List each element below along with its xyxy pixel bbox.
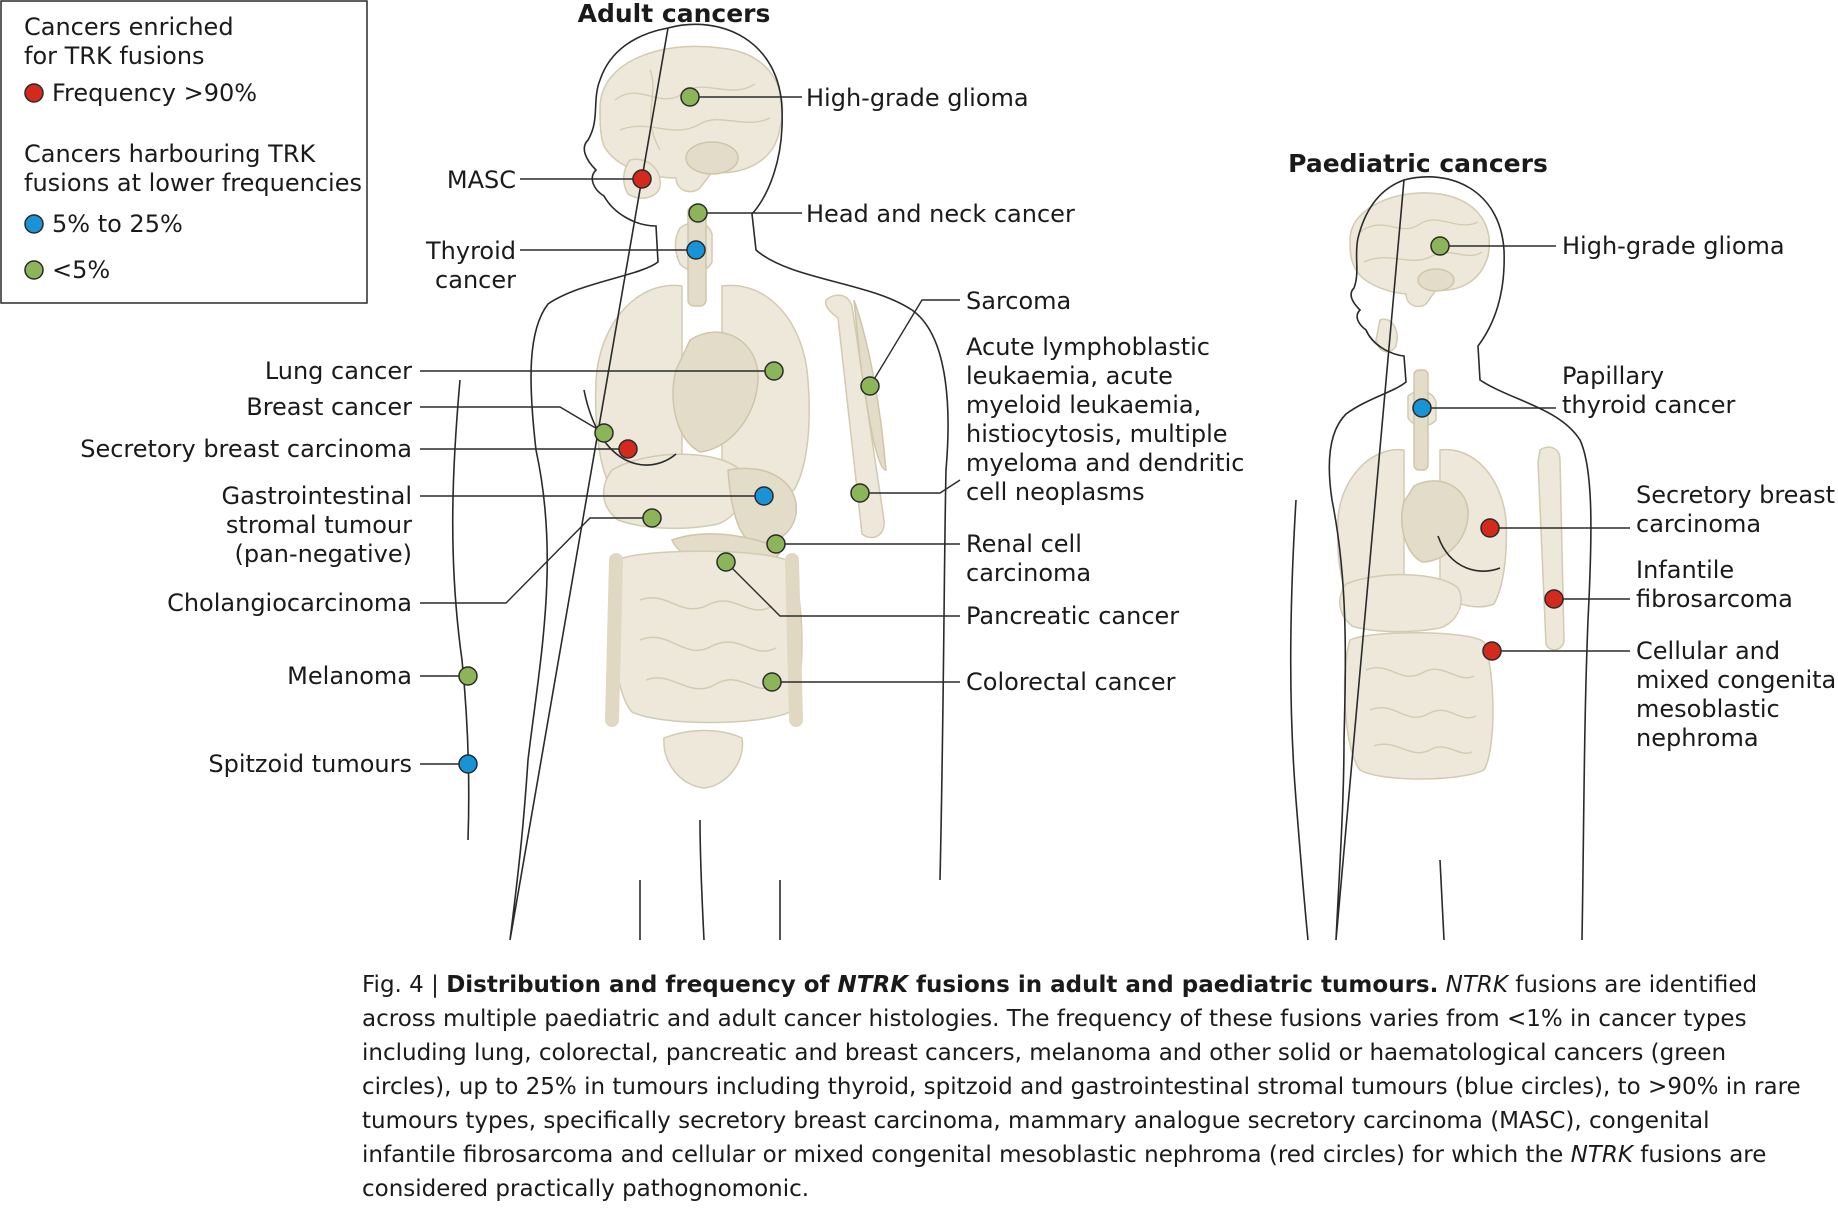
- legend-green-dot: [24, 260, 44, 280]
- label-adult-renal-line1: Renal cell: [966, 530, 1082, 558]
- adult-dots: [458, 87, 880, 774]
- label-paed-nephroma-line4: nephroma: [1636, 724, 1759, 752]
- label-paed-secretory-breast-line1: Secretory breast: [1636, 481, 1835, 509]
- dot-adult-masc: [632, 169, 652, 189]
- caption-body-gene1: NTRK: [1445, 972, 1508, 998]
- caption-body-part2: fusions are considered practically patho…: [362, 1142, 1767, 1202]
- dot-adult-pancreatic: [716, 552, 736, 572]
- legend-box: [0, 0, 368, 304]
- label-adult-gist-line2: stromal tumour: [226, 511, 412, 539]
- label-adult-haem-line6: cell neoplasms: [966, 478, 1145, 506]
- caption-title-part2: fusions in adult and paediatric tumours.: [908, 972, 1439, 998]
- label-adult-spitzoid: Spitzoid tumours: [208, 750, 412, 778]
- label-paed-papillary-thyroid-line2: thyroid cancer: [1562, 391, 1735, 419]
- label-adult-sarcoma: Sarcoma: [966, 287, 1071, 315]
- label-paed-infantile-fibrosarcoma-line2: fibrosarcoma: [1636, 585, 1793, 613]
- dot-adult-colorectal: [762, 672, 782, 692]
- label-adult-haem-line4: histiocytosis, multiple: [966, 420, 1228, 448]
- label-adult-renal-line2: carcinoma: [966, 559, 1091, 587]
- label-adult-haem-line1: Acute lymphoblastic: [966, 333, 1210, 361]
- dot-adult-lung: [764, 361, 784, 381]
- label-adult-colorectal: Colorectal cancer: [966, 668, 1176, 696]
- legend-lower-heading-line1: Cancers harbouring TRK: [24, 140, 316, 168]
- label-adult-breast: Breast cancer: [246, 393, 412, 421]
- paediatric-dots: [1412, 236, 1564, 661]
- label-adult-lung: Lung cancer: [265, 357, 412, 385]
- dot-adult-thyroid: [686, 240, 706, 260]
- adult-labels: Adult cancers High-grade glioma MASC Hea…: [80, 0, 1244, 778]
- dot-adult-sarcoma: [860, 376, 880, 396]
- dot-adult-melanoma: [458, 666, 478, 686]
- adult-body-illustration: [451, 23, 949, 941]
- label-paed-secretory-breast-line2: carcinoma: [1636, 510, 1761, 538]
- dot-adult-renal: [766, 534, 786, 554]
- label-adult-thyroid-line2: cancer: [435, 266, 516, 294]
- label-adult-thyroid-line1: Thyroid: [425, 237, 516, 265]
- legend-enriched-heading-line2: for TRK fusions: [24, 42, 205, 70]
- label-paed-nephroma-line3: mesoblastic: [1636, 695, 1780, 723]
- adult-organs: [594, 45, 887, 789]
- label-adult-gist-line3: (pan-negative): [234, 540, 412, 568]
- label-adult-cholangio: Cholangiocarcinoma: [167, 589, 412, 617]
- adult-title: Adult cancers: [578, 0, 771, 28]
- caption-title-part1: Distribution and frequency of: [446, 972, 838, 998]
- label-adult-gist-line1: Gastrointestinal: [222, 482, 412, 510]
- dot-adult-cholangio: [642, 508, 662, 528]
- legend-lower-heading-line2: fusions at lower frequencies: [24, 169, 362, 197]
- legend-red-dot: [24, 83, 44, 103]
- legend-enriched-item: Frequency >90%: [52, 79, 257, 107]
- label-adult-melanoma: Melanoma: [287, 662, 412, 690]
- figure-caption: Fig. 4 | Distribution and frequency of N…: [362, 968, 1802, 1206]
- caption-title: Distribution and frequency of NTRK fusio…: [446, 972, 1438, 998]
- dot-paed-nephroma: [1482, 641, 1502, 661]
- label-adult-secretory-breast: Secretory breast carcinoma: [80, 435, 412, 463]
- label-paed-high-grade-glioma: High-grade glioma: [1562, 232, 1785, 260]
- paediatric-body-outline: [1328, 176, 1592, 941]
- label-paed-papillary-thyroid-line1: Papillary: [1562, 362, 1664, 390]
- caption-body-gene2: NTRK: [1570, 1142, 1633, 1168]
- dot-adult-spitzoid: [458, 754, 478, 774]
- label-adult-high-grade-glioma: High-grade glioma: [806, 84, 1029, 112]
- dot-paed-infantile-fibrosarcoma: [1544, 589, 1564, 609]
- paediatric-labels: Paediatric cancers High-grade glioma Pap…: [1288, 149, 1838, 752]
- dot-adult-haem: [850, 483, 870, 503]
- caption-fig-label: Fig. 4 |: [362, 972, 447, 998]
- label-paed-nephroma-line2: mixed congenital: [1636, 666, 1838, 694]
- label-adult-pancreatic: Pancreatic cancer: [966, 602, 1179, 630]
- paediatric-title: Paediatric cancers: [1288, 149, 1548, 178]
- label-paed-infantile-fibrosarcoma-line1: Infantile: [1636, 556, 1734, 584]
- legend: Cancers enriched for TRK fusions Frequen…: [0, 0, 368, 304]
- dot-adult-secretory-breast: [618, 439, 638, 459]
- caption-body-part1: fusions are identified across multiple p…: [362, 972, 1801, 1168]
- legend-lower-item-blue: 5% to 25%: [52, 210, 183, 238]
- dot-paed-papillary-thyroid: [1412, 398, 1432, 418]
- label-adult-head-neck: Head and neck cancer: [806, 200, 1075, 228]
- label-adult-masc: MASC: [447, 166, 516, 194]
- label-paed-nephroma-line1: Cellular and: [1636, 637, 1780, 665]
- paediatric-organs: [1336, 192, 1565, 780]
- paediatric-leaders: [1422, 245, 1630, 652]
- dot-adult-high-grade-glioma: [680, 87, 700, 107]
- dot-paed-high-grade-glioma: [1430, 236, 1450, 256]
- dot-paed-secretory-breast: [1480, 518, 1500, 538]
- paediatric-body-illustration: [1289, 176, 1592, 941]
- figure-diagram: Cancers enriched for TRK fusions Frequen…: [0, 0, 1838, 941]
- legend-lower-item-green: <5%: [52, 256, 110, 284]
- label-adult-haem-line5: myeloma and dendritic: [966, 449, 1244, 477]
- dot-adult-head-neck: [688, 203, 708, 223]
- legend-enriched-heading-line1: Cancers enriched: [24, 13, 234, 41]
- dot-adult-gist: [754, 486, 774, 506]
- adult-leaders: [420, 96, 961, 765]
- legend-blue-dot: [24, 214, 44, 234]
- label-adult-haem-line3: myeloid leukaemia,: [966, 391, 1201, 419]
- adult-body-outline: [509, 23, 949, 941]
- label-adult-haem-line2: leukaemia, acute: [966, 362, 1173, 390]
- dot-adult-breast: [594, 423, 614, 443]
- caption-title-gene: NTRK: [837, 972, 909, 998]
